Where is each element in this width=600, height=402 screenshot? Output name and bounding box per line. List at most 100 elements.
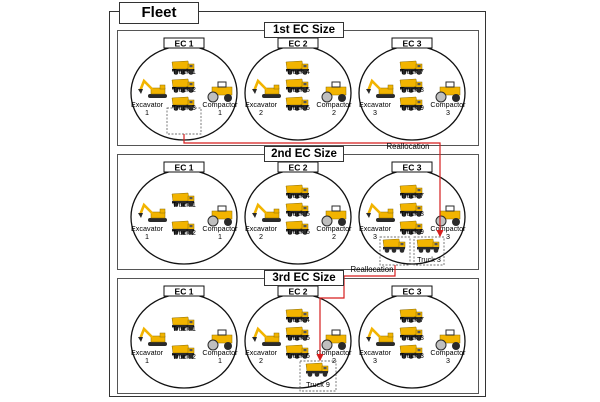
compactor-number: 2 [332, 232, 336, 241]
excavator-label: Excavator [131, 224, 164, 233]
excavator-label: Excavator [131, 348, 164, 357]
dump-truck-icon [171, 344, 195, 359]
dump-truck-icon [305, 362, 329, 377]
excavator-label: Excavator [131, 100, 164, 109]
compactor-number: 3 [446, 232, 450, 241]
compactor-icon [207, 329, 233, 351]
fleet-title: Fleet [119, 2, 199, 24]
ec-label-box [391, 37, 433, 49]
ec-label-box [391, 161, 433, 173]
truck-label: Truck 6 [286, 227, 310, 236]
compactor-icon [321, 81, 347, 103]
compactor-number: 2 [332, 356, 336, 365]
ec-label: EC 2 [289, 39, 308, 49]
excavator-number: 3 [373, 356, 377, 365]
truck-label: Truck 1 [172, 200, 196, 209]
ec-label: EC 3 [403, 287, 422, 297]
dump-truck-icon [285, 344, 309, 359]
excavator-number: 3 [373, 232, 377, 241]
dump-truck-icon [285, 60, 309, 75]
compactor-label: Compactor [316, 100, 352, 109]
fleet-frame [109, 11, 486, 397]
excavator-label: Excavator [245, 224, 278, 233]
dump-truck-icon [285, 202, 309, 217]
ec-label: EC 1 [175, 163, 194, 173]
truck-label: Truck 7 [400, 67, 424, 76]
compactor-icon [435, 81, 461, 103]
section-1-title: 1st EC Size [264, 22, 344, 38]
dump-truck-icon [399, 202, 423, 217]
reallocation-arrow-2 [316, 265, 396, 362]
truck-label: Truck 4 [286, 191, 310, 200]
dump-truck-icon [285, 220, 309, 235]
ec-label: EC 1 [175, 287, 194, 297]
excavator-icon [366, 202, 395, 222]
truck-label: Truck 2 [172, 228, 196, 237]
truck-label: Truck 2 [172, 85, 196, 94]
truck-label: Truck 4 [286, 315, 310, 324]
truck-label: Truck 6 [286, 351, 310, 360]
ec-label-box [277, 161, 319, 173]
dump-truck-icon [171, 60, 195, 75]
ec-label-box [163, 161, 205, 173]
reallocated-truck-box [413, 236, 445, 266]
excavator-icon [252, 202, 281, 222]
truck-label: Truck 1 [172, 324, 196, 333]
truck-label: Truck 7 [400, 315, 424, 324]
truck-label: Truck 3 [172, 103, 196, 112]
ec-label: EC 2 [289, 287, 308, 297]
ec-label-box [391, 285, 433, 297]
dump-truck-icon [416, 238, 440, 253]
excavator-number: 2 [259, 356, 263, 365]
truck-label: Truck 5 [286, 209, 310, 218]
excavator-label: Excavator [245, 100, 278, 109]
excavator-number: 2 [259, 232, 263, 241]
reallocation-arrow-1 [183, 134, 444, 238]
compactor-number: 1 [218, 356, 222, 365]
truck-label: Truck 8 [400, 209, 424, 218]
compactor-label: Compactor [430, 224, 466, 233]
excavator-label: Excavator [359, 100, 392, 109]
compactor-icon [321, 329, 347, 351]
dump-truck-icon [285, 184, 309, 199]
dump-truck-icon [382, 238, 406, 253]
compactor-icon [207, 81, 233, 103]
compactor-label: Compactor [316, 348, 352, 357]
compactor-icon [435, 205, 461, 227]
truck-label: Truck 8 [400, 85, 424, 94]
compactor-number: 3 [446, 108, 450, 117]
truck-label: Truck 9 [400, 103, 424, 112]
excavator-number: 3 [373, 108, 377, 117]
truck-label: Truck 9 [306, 380, 330, 389]
dump-truck-icon [399, 308, 423, 323]
ec-label: EC 2 [289, 163, 308, 173]
dump-truck-icon [171, 316, 195, 331]
dump-truck-icon [171, 192, 195, 207]
compactor-label: Compactor [202, 100, 238, 109]
excavator-icon [138, 78, 167, 98]
ec-label-box [277, 285, 319, 297]
dump-truck-icon [171, 96, 195, 111]
truck-label: Truck 1 [172, 67, 196, 76]
dump-truck-icon [285, 308, 309, 323]
compactor-icon [207, 205, 233, 227]
truck-label: Truck 2 [172, 352, 196, 361]
truck-label: Truck 9 [400, 227, 424, 236]
excavator-number: 1 [145, 356, 149, 365]
excavator-label: Excavator [359, 348, 392, 357]
dump-truck-icon [399, 96, 423, 111]
excavator-icon [252, 326, 281, 346]
dump-truck-icon [399, 60, 423, 75]
dump-truck-icon [285, 96, 309, 111]
compactor-label: Compactor [430, 348, 466, 357]
compactor-icon [321, 205, 347, 227]
section-2-title: 2nd EC Size [264, 146, 344, 162]
